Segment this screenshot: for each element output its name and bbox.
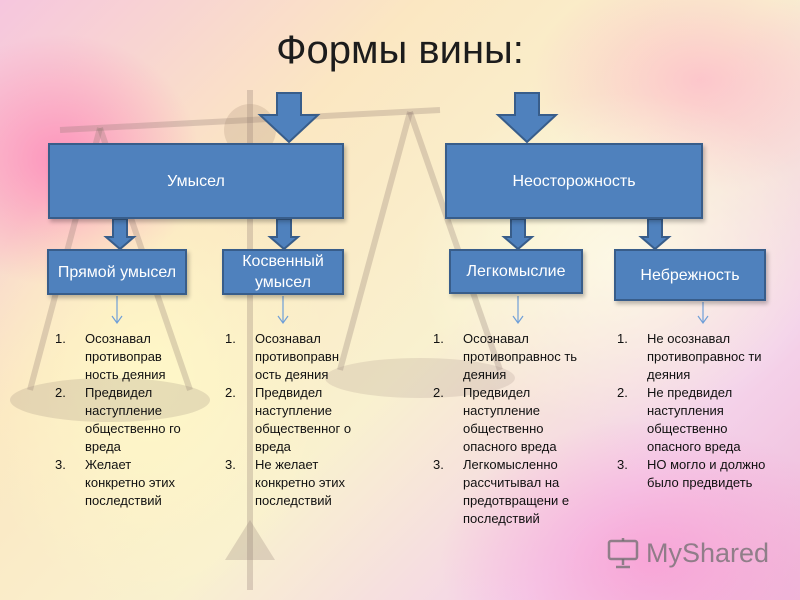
sub-box-label: Прямой умысел bbox=[57, 263, 177, 281]
list-item-number: 1. bbox=[55, 331, 66, 346]
list-item-number: 3. bbox=[225, 457, 236, 472]
top-box-label: Неосторожность bbox=[512, 172, 636, 190]
sub-box-frivolity: Легкомыслие bbox=[449, 249, 583, 294]
list-item-number: 3. bbox=[617, 457, 628, 472]
list-item-text: Предвидел наступление общественног о вре… bbox=[255, 385, 352, 454]
list-item: 1. Не осознавал противоправнос ти деяния bbox=[617, 330, 767, 384]
top-box-negligence: Неосторожность bbox=[445, 143, 703, 219]
list-item: 3. НО могло и должно было предвидеть bbox=[617, 456, 767, 492]
list-item: 2. Предвидел наступление общественно го в… bbox=[55, 384, 185, 456]
list-item: 3. Легкомысленно рассчитывал на предотвра… bbox=[433, 456, 583, 528]
list-item-number: 3. bbox=[433, 457, 444, 472]
watermark-text: MyShared bbox=[646, 537, 770, 568]
top-box-intent: Умысел bbox=[48, 143, 344, 219]
list-item-text: Предвидел наступление общественно го вре… bbox=[85, 385, 181, 454]
list-item: 2. Не предвидел наступления общественно о… bbox=[617, 384, 767, 456]
sub-box-carelessness: Небрежность bbox=[614, 249, 766, 301]
presentation-board-icon bbox=[607, 538, 639, 569]
list-item-number: 2. bbox=[617, 385, 628, 400]
list-item-text: Не предвидел наступления общественно опа… bbox=[647, 385, 741, 454]
list-item-text: Предвидел наступление общественно опасно… bbox=[463, 385, 557, 454]
list-item-number: 1. bbox=[225, 331, 236, 346]
page-title: Формы вины: bbox=[276, 28, 524, 72]
sub-box-label: Косвенный умысел bbox=[242, 253, 324, 291]
sub-box-indirect-intent: Косвенный умысел bbox=[222, 249, 344, 295]
list-item-number: 3. bbox=[55, 457, 66, 472]
sub-box-label: Легкомыслие bbox=[466, 263, 566, 280]
list-item-text: Осознавал противоправн ость деяния bbox=[255, 331, 340, 382]
watermark: MyShared bbox=[606, 536, 769, 570]
sub-box-direct-intent: Прямой умысел bbox=[47, 249, 187, 295]
list-item-number: 1. bbox=[617, 331, 628, 346]
list-item: 1. Осознавал противоправнос ть деяния bbox=[433, 330, 583, 384]
list-item-number: 2. bbox=[55, 385, 66, 400]
list-item-number: 1. bbox=[433, 331, 444, 346]
list-item: 2. Предвидел наступление общественног о в… bbox=[225, 384, 355, 456]
list-item-text: Не желает конкретно этих последствий bbox=[255, 457, 345, 508]
criteria-list-direct-intent: 1. Осознавал противоправ ность деяния 2. П… bbox=[55, 330, 185, 510]
list-item-number: 2. bbox=[433, 385, 444, 400]
criteria-list-indirect-intent: 1. Осознавал противоправн ость деяния 2. П… bbox=[225, 330, 355, 510]
list-item: 1. Осознавал противоправн ость деяния bbox=[225, 330, 355, 384]
criteria-list-frivolity: 1. Осознавал противоправнос ть деяния 2. П… bbox=[433, 330, 583, 528]
sub-box-label: Небрежность bbox=[640, 266, 740, 284]
list-item: 2. Предвидел наступление общественно опас… bbox=[433, 384, 583, 456]
list-item-text: Желает конкретно этих последствий bbox=[85, 457, 175, 508]
list-item: 3. Не желает конкретно этих последствий bbox=[225, 456, 355, 510]
list-item-text: Не осознавал противоправнос ти деяния bbox=[647, 331, 762, 382]
list-item: 3. Желает конкретно этих последствий bbox=[55, 456, 185, 510]
list-item: 1. Осознавал противоправ ность деяния bbox=[55, 330, 185, 384]
top-box-label: Умысел bbox=[167, 172, 225, 190]
criteria-list-carelessness: 1.Не осознавал противоправнос ти деяния … bbox=[617, 330, 767, 492]
list-item-text: Осознавал противоправнос ть деяния bbox=[463, 331, 578, 382]
list-item-number: 2. bbox=[225, 385, 236, 400]
list-item-text: Осознавал противоправ ность деяния bbox=[85, 331, 166, 382]
list-item-text: НО могло и должно было предвидеть bbox=[647, 457, 766, 490]
list-item-text: Легкомысленно рассчитывал на предотвраще… bbox=[463, 457, 570, 526]
